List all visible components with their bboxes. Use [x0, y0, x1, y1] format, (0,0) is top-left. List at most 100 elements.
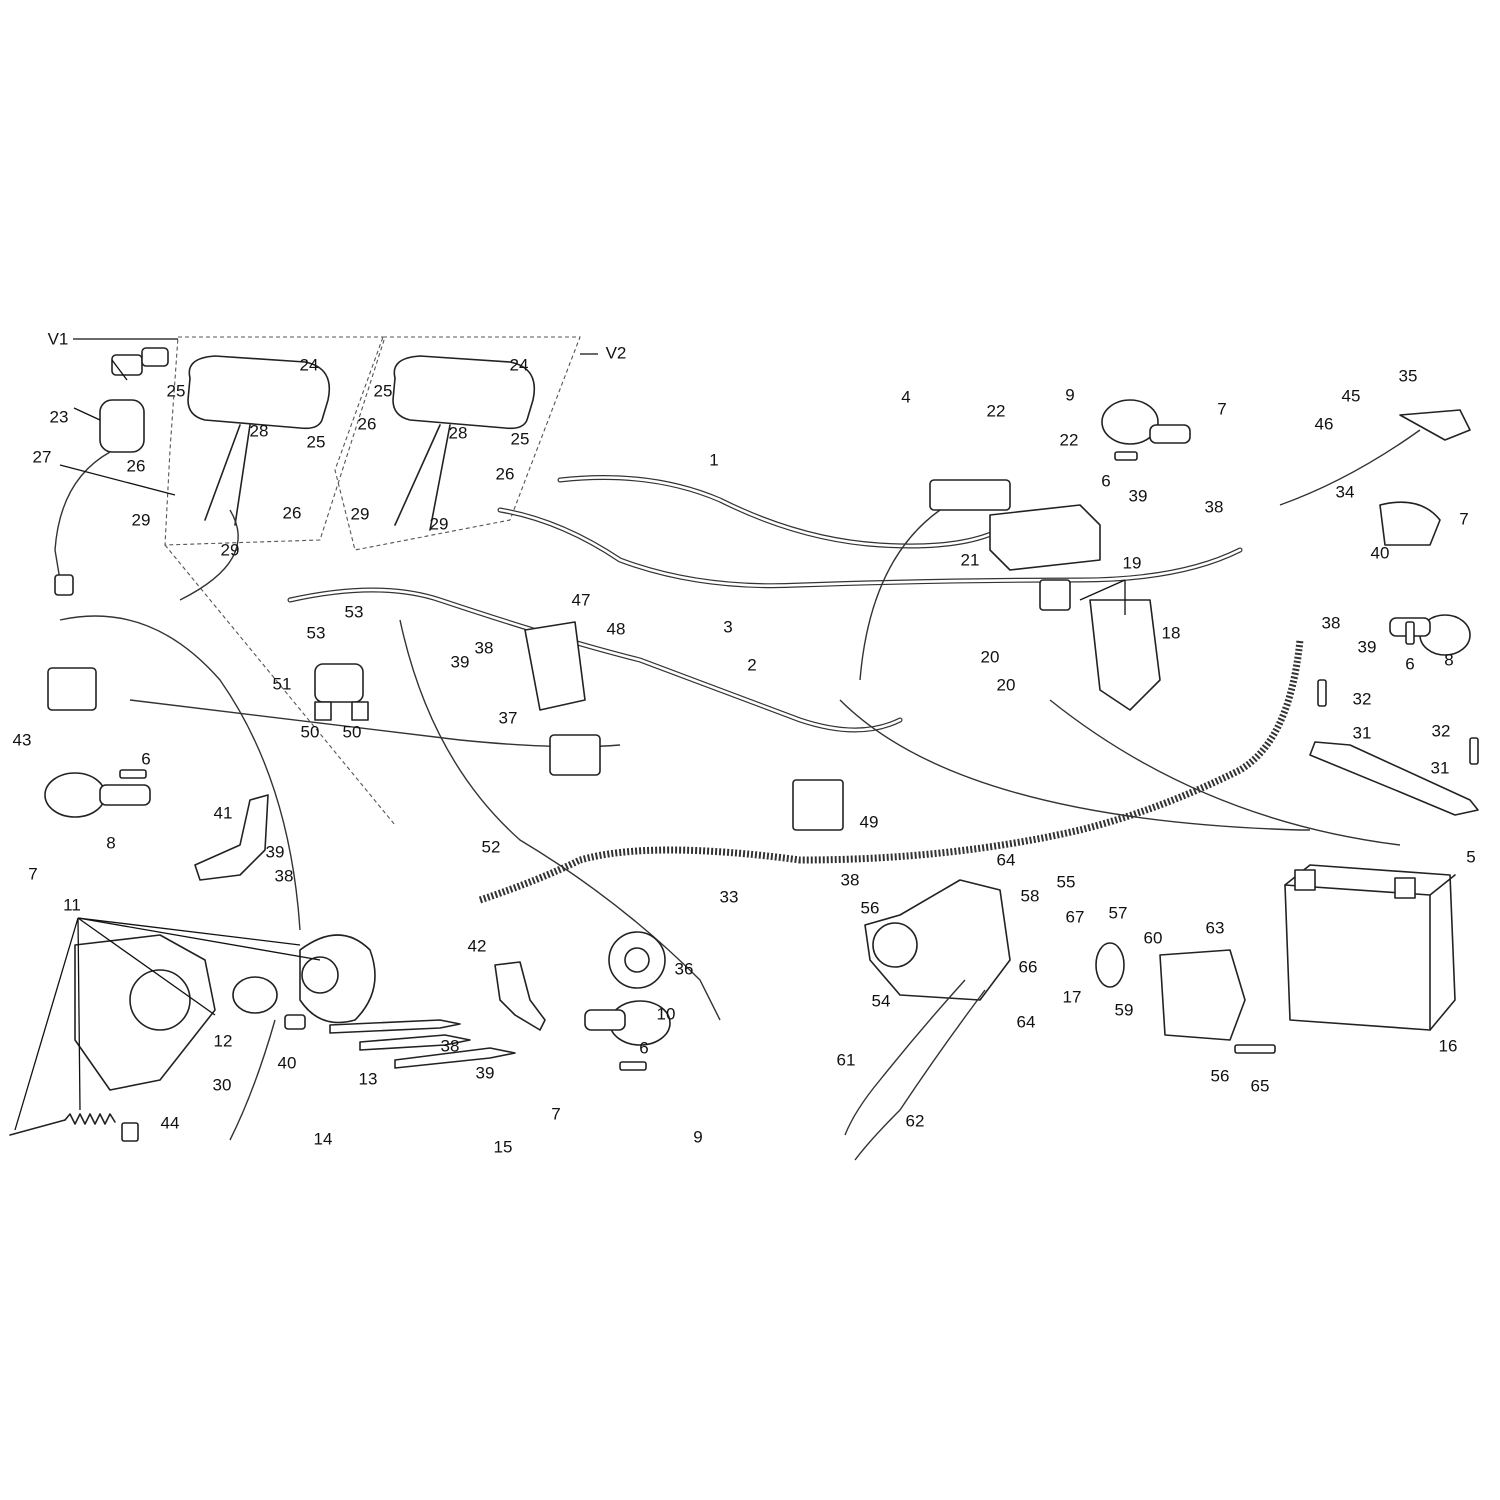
relay-18	[1039, 579, 1161, 711]
bolt-32a	[1317, 679, 1327, 707]
callout-51: 51	[273, 674, 292, 693]
socket-40	[284, 1014, 306, 1030]
horn-10	[608, 931, 666, 989]
callout-59: 59	[1115, 1000, 1134, 1019]
throttle-cables	[844, 979, 986, 1161]
callout-14: 14	[314, 1129, 333, 1148]
bracket-42	[494, 961, 546, 1031]
callout-39-e: 39	[1358, 637, 1377, 656]
callout-6-c: 6	[1101, 471, 1110, 490]
callout-55: 55	[1057, 872, 1076, 891]
callout-40-a: 40	[278, 1053, 297, 1072]
callout-62: 62	[906, 1111, 925, 1130]
callout-29-b: 29	[221, 540, 240, 559]
callout-38-f: 38	[1322, 613, 1341, 632]
spring	[64, 1113, 116, 1125]
ecu-21	[929, 479, 1101, 571]
throttle-body-54	[864, 879, 1011, 1001]
callout-24-b: 24	[510, 355, 529, 374]
callout-20-b: 20	[997, 675, 1016, 694]
callout-46: 46	[1315, 414, 1334, 433]
variant-v1-outline	[164, 336, 386, 546]
callout-54: 54	[872, 991, 891, 1010]
callout-29-a: 29	[132, 510, 151, 529]
callout-20-a: 20	[981, 647, 1000, 666]
callout-25-d: 25	[511, 429, 530, 448]
callout-22-a: 22	[987, 401, 1006, 420]
ignition-coil-51	[314, 663, 369, 721]
battery-16	[1284, 864, 1456, 1031]
callout-38-c: 38	[441, 1036, 460, 1055]
callout-66: 66	[1019, 957, 1038, 976]
callout-53-a: 53	[345, 602, 364, 621]
callout-64-b: 64	[1017, 1012, 1036, 1031]
callout-30: 30	[213, 1075, 232, 1094]
callout-38-b: 38	[275, 866, 294, 885]
callout-19: 19	[1123, 553, 1142, 572]
callouts: V1 V2 1 2 3 4 5 6 6 6 6 7 7 7 7 8 8 9 9 …	[13, 329, 1476, 1156]
bolt-32b	[1469, 737, 1479, 765]
callout-29-c: 29	[351, 504, 370, 523]
bolt-6d	[1405, 621, 1415, 645]
callout-44: 44	[161, 1113, 180, 1132]
pulley-57	[1095, 942, 1125, 988]
drawing	[9, 336, 1479, 1161]
harness-3	[497, 507, 1243, 589]
callout-48: 48	[607, 619, 626, 638]
callout-56-b: 56	[1211, 1066, 1230, 1085]
callout-36: 36	[675, 959, 694, 978]
callout-6-a: 6	[141, 749, 150, 768]
indicator-8-left	[44, 772, 151, 818]
callout-26-d: 26	[496, 464, 515, 483]
callout-28-b: 28	[449, 423, 468, 442]
callout-26-c: 26	[358, 414, 377, 433]
callout-25-a: 25	[167, 381, 186, 400]
callout-22-b: 22	[1060, 430, 1079, 449]
callout-15: 15	[494, 1137, 513, 1156]
callout-35: 35	[1399, 366, 1418, 385]
callout-58: 58	[1021, 886, 1040, 905]
callout-9-b: 9	[693, 1127, 702, 1146]
indicator-9-rear	[584, 1000, 671, 1046]
callout-16: 16	[1439, 1036, 1458, 1055]
instrument-cluster-v2	[392, 355, 535, 531]
callout-57: 57	[1109, 903, 1128, 922]
callout-52: 52	[482, 837, 501, 856]
callout-13: 13	[359, 1069, 378, 1088]
callout-12: 12	[214, 1031, 233, 1050]
callout-38-a: 38	[475, 638, 494, 657]
bolt-6a	[119, 769, 147, 779]
wire-30	[229, 1019, 276, 1141]
callout-37: 37	[499, 708, 518, 727]
callout-18: 18	[1162, 623, 1181, 642]
callout-26-a: 26	[127, 456, 146, 475]
callout-10: 10	[657, 1004, 676, 1023]
cable-tie-14	[359, 1034, 471, 1051]
callout-7-a: 7	[28, 864, 37, 883]
battery-strap-5	[1309, 741, 1479, 816]
clip-44	[121, 1122, 139, 1142]
control-unit-47	[524, 621, 601, 776]
harness-2	[287, 587, 903, 733]
callout-25-b: 25	[307, 432, 326, 451]
callout-26-b: 26	[283, 503, 302, 522]
callout-8-b: 8	[1444, 650, 1453, 669]
tail-light-34	[1379, 501, 1441, 546]
bolt-65	[1234, 1044, 1276, 1054]
callout-63: 63	[1206, 918, 1225, 937]
callout-7-c: 7	[1217, 399, 1226, 418]
callout-25-c: 25	[374, 381, 393, 400]
bulb-12	[232, 976, 278, 1014]
module-43	[47, 667, 97, 711]
callout-33: 33	[720, 887, 739, 906]
callout-42: 42	[468, 936, 487, 955]
callout-5: 5	[1466, 847, 1475, 866]
callout-39-c: 39	[476, 1063, 495, 1082]
callout-4: 4	[901, 387, 910, 406]
callout-11: 11	[63, 895, 81, 914]
callout-8-a: 8	[106, 833, 115, 852]
callout-2: 2	[747, 655, 756, 674]
cable-tie-15	[394, 1047, 516, 1069]
leader-lines	[14, 359, 1126, 1131]
callout-65: 65	[1251, 1076, 1270, 1095]
